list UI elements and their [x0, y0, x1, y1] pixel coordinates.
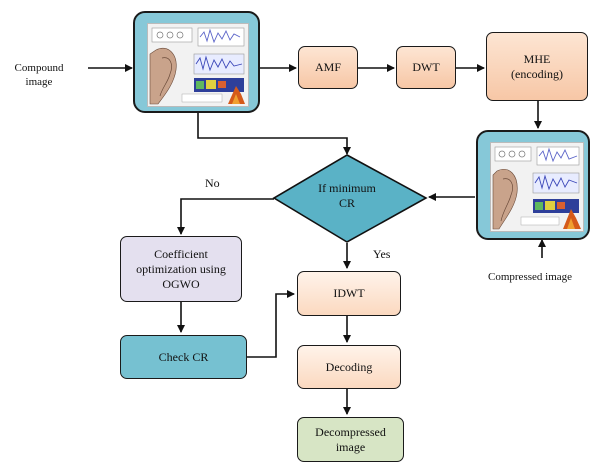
decision-label: If minimum CR [318, 181, 376, 210]
no-label: No [205, 176, 220, 190]
arrow-check-idwt [247, 290, 295, 358]
decompressed-label: Decompressed image [315, 424, 386, 454]
source-image-thumbnail [147, 23, 249, 107]
dwt-box: DWT [396, 46, 456, 89]
arrow-decision-no [177, 198, 274, 235]
arrow-thumb-decision [197, 112, 351, 155]
decompressed-image-box: Decompressed image [297, 417, 404, 462]
input-label: Compound image [14, 62, 64, 88]
amf-box: AMF [298, 46, 358, 89]
mhe-label: MHE (encoding) [511, 51, 563, 81]
compound-image-icon [148, 24, 248, 106]
ogwo-label: Coefficient optimization using OGWO [136, 246, 226, 291]
ogwo-optimization-box: Coefficient optimization using OGWO [120, 236, 242, 302]
check-cr-label: Check CR [158, 349, 209, 364]
decision-diamond [272, 154, 428, 243]
compressed-image-thumbnail [490, 142, 584, 232]
yes-label: Yes [373, 247, 391, 261]
compressed-image-icon [491, 143, 583, 231]
decoding-box: Decoding [297, 345, 401, 389]
dwt-label: DWT [412, 60, 440, 74]
mhe-box: MHE (encoding) [486, 32, 588, 101]
decoding-label: Decoding [325, 359, 373, 374]
compressed-image-label: Compressed image [488, 271, 573, 283]
amf-label: AMF [314, 60, 341, 74]
idwt-box: IDWT [297, 271, 401, 316]
compressed-image-frame [476, 130, 590, 240]
source-image-frame [133, 11, 260, 113]
idwt-label: IDWT [333, 286, 365, 300]
check-cr-box: Check CR [120, 335, 247, 379]
